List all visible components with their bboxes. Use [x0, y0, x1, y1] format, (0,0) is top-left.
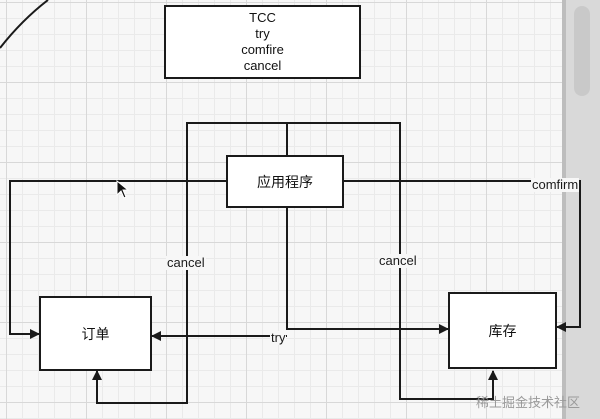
inventory-node[interactable]: 库存: [448, 292, 557, 369]
tcc-line-confirm: comfire: [241, 42, 284, 57]
order-label: 订单: [81, 325, 110, 342]
connector-app-to-stock-confirm: [344, 180, 581, 332]
order-node[interactable]: 订单: [39, 296, 152, 371]
application-label: 应用程序: [257, 173, 313, 190]
tcc-line-title: TCC: [249, 10, 276, 25]
application-node[interactable]: 应用程序: [226, 155, 344, 208]
edge-label-cancel-right: cancel: [378, 253, 418, 268]
edge-label-cancel-left: cancel: [166, 255, 206, 270]
tcc-line-try: try: [255, 26, 270, 41]
edge-label-confirm: comfirm: [531, 177, 580, 192]
connector-cancel-to-order: [92, 370, 188, 404]
watermark-text: 稀土掘金技术社区: [476, 395, 581, 410]
connector-app-to-order: [9, 180, 226, 339]
partial-circle-shape: [0, 0, 49, 49]
scrollbar-thumb[interactable]: [574, 6, 590, 96]
scrollbar-edge: [562, 0, 568, 419]
tcc-line-cancel: cancel: [243, 58, 282, 73]
edge-label-try: try: [270, 330, 287, 345]
tcc-box: TCC try comfire cancel: [164, 5, 361, 79]
connector-try-to-stock: [286, 208, 449, 334]
inventory-label: 库存: [488, 322, 517, 339]
mouse-cursor-icon: [116, 180, 130, 199]
